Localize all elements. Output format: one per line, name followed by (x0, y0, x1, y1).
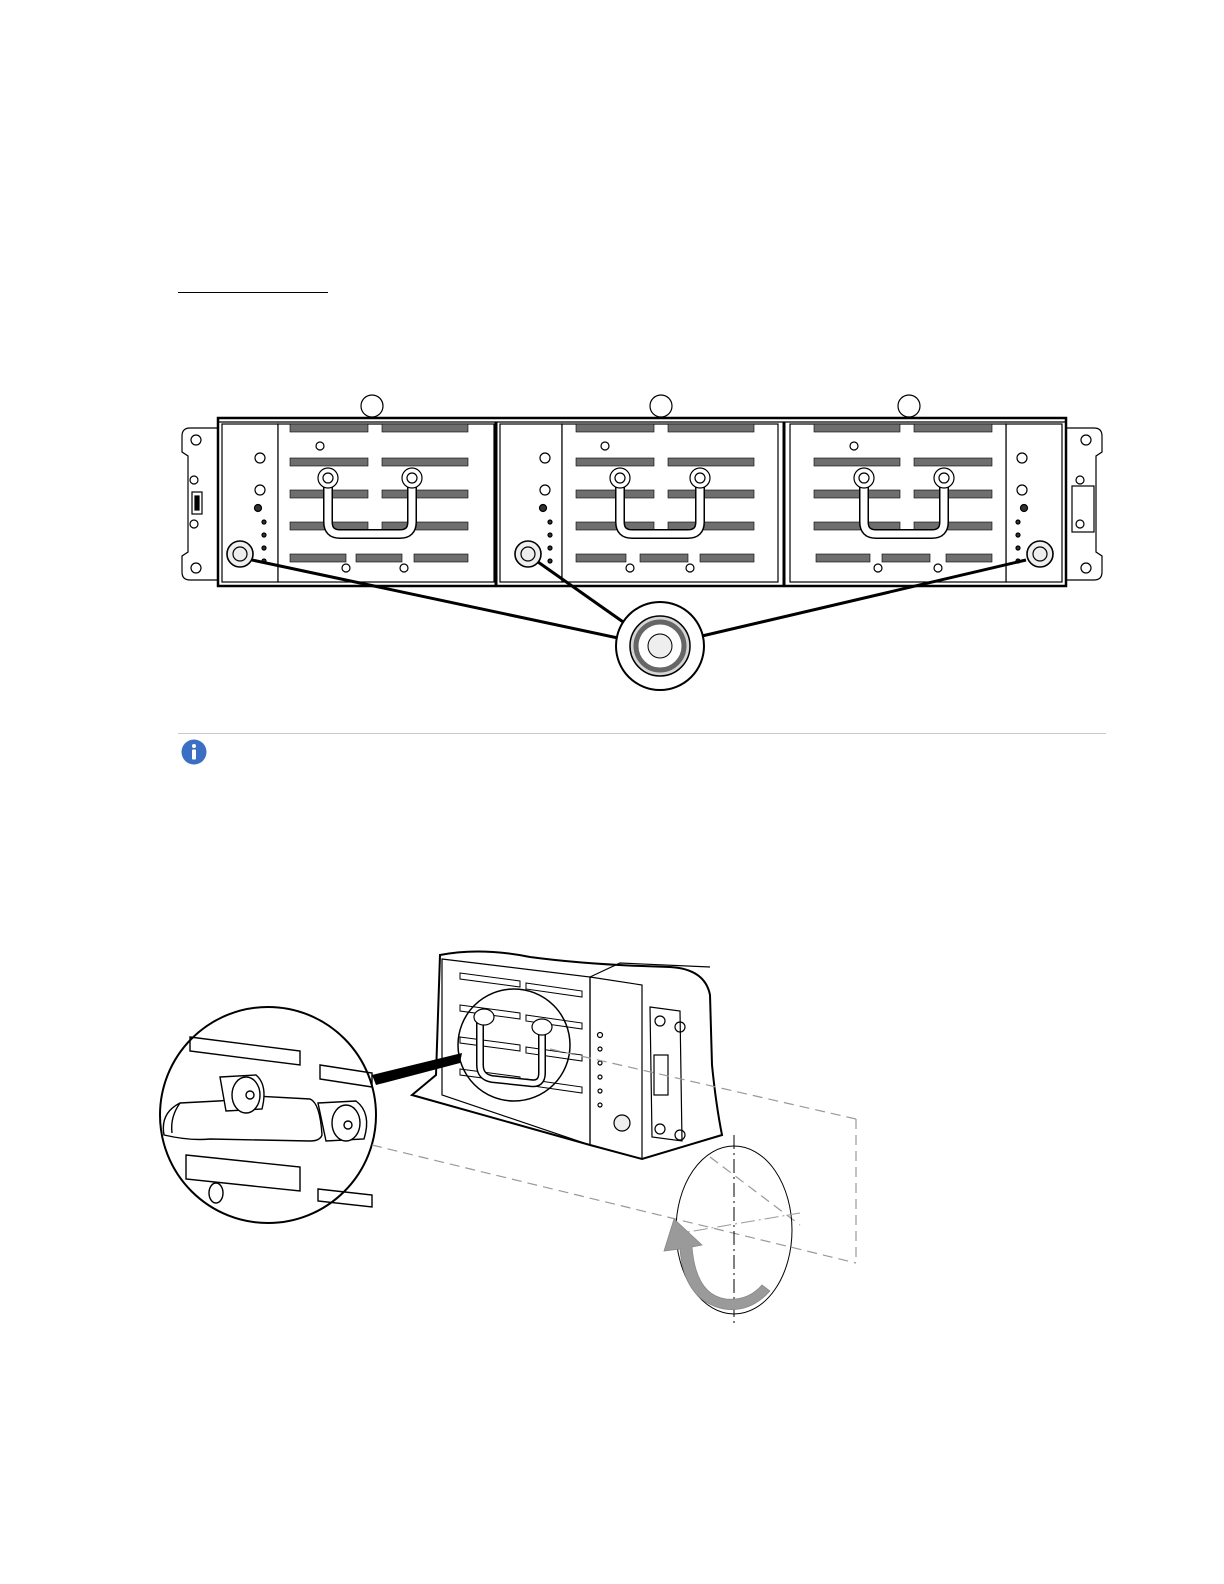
left-rack-ear (182, 428, 218, 580)
callout-3 (898, 395, 920, 417)
note-divider (178, 733, 1106, 734)
thumbscrew-right (1027, 541, 1053, 567)
thumbscrew-center (515, 541, 541, 567)
heading-underline (178, 292, 328, 293)
handle-detail-icon (160, 1007, 376, 1223)
rotation-arrow-icon (664, 1219, 770, 1310)
info-icon (181, 739, 207, 765)
thumbscrew-detail-icon (616, 602, 704, 690)
thumbscrew-left (227, 541, 253, 567)
thumbscrew-iso (614, 1115, 630, 1131)
handle-rotation-illustration (150, 945, 870, 1330)
callout-2 (650, 395, 672, 417)
drive-enclosure-front-illustration (178, 392, 1108, 692)
callout-1 (361, 395, 383, 417)
